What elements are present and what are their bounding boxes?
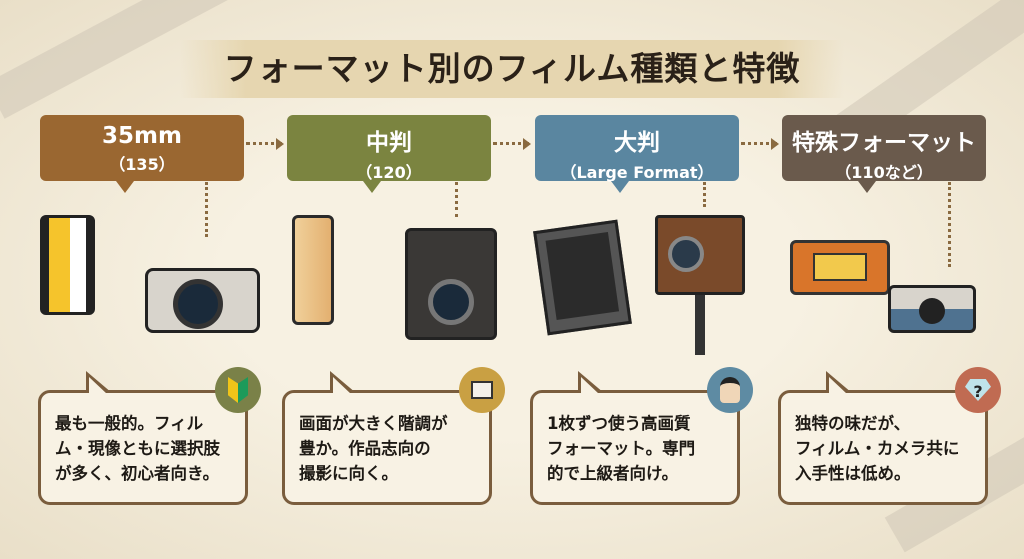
description-line: 1枚ずつ使う高画質 bbox=[547, 414, 691, 433]
dotted-connector bbox=[205, 182, 208, 237]
format-card-medium: 中判 （120） bbox=[287, 115, 491, 193]
view-camera-icon bbox=[655, 215, 745, 295]
description-line: が多く、初心者向き。 bbox=[55, 464, 220, 483]
description-line: 入手性は低め。 bbox=[795, 464, 911, 483]
flow-arrow bbox=[493, 138, 531, 150]
description-line: フォーマット。専門 bbox=[547, 439, 696, 458]
description-bubble-large: 1枚ずつ使う高画質フォーマット。専門的で上級者向け。 bbox=[530, 367, 753, 505]
format-card-special: 特殊フォーマット （110など） bbox=[782, 115, 986, 193]
description-line: フィルム・カメラ共に bbox=[795, 439, 960, 458]
dotted-connector bbox=[455, 182, 458, 217]
slr-camera-icon bbox=[145, 268, 260, 333]
card-subtitle: （135） bbox=[109, 155, 175, 174]
film-roll-120-icon bbox=[292, 215, 334, 325]
description-line: ム・現像ともに選択肢 bbox=[55, 439, 220, 458]
format-card-large: 大判 （Large Format） bbox=[535, 115, 739, 193]
bubble-tail bbox=[578, 371, 604, 394]
flow-arrow bbox=[741, 138, 779, 150]
description-bubble-special: ? 独特の味だが、フィルム・カメラ共に入手性は低め。 bbox=[778, 367, 1001, 505]
professor-icon bbox=[707, 367, 753, 413]
card-subtitle: （Large Format） bbox=[560, 163, 714, 182]
description-line: 豊か。作品志向の bbox=[299, 439, 431, 458]
110-cartridge-icon bbox=[790, 240, 890, 295]
page-title: フォーマット別のフィルム種類と特徴 bbox=[180, 40, 844, 98]
dotted-connector bbox=[703, 182, 706, 207]
bubble-tail bbox=[826, 371, 852, 394]
medium-format-camera-icon bbox=[405, 228, 497, 340]
card-title: 中判 bbox=[366, 130, 412, 156]
card-title: 35mm bbox=[102, 123, 182, 149]
card-subtitle: （120） bbox=[356, 163, 422, 182]
beginner-mark-icon bbox=[215, 367, 261, 413]
card-title: 特殊フォーマット bbox=[792, 130, 976, 156]
bubble-tail bbox=[86, 371, 112, 394]
description-line: 的で上級者向け。 bbox=[547, 464, 679, 483]
pocket-camera-icon bbox=[888, 285, 976, 333]
easel-icon bbox=[459, 367, 505, 413]
flow-arrow bbox=[246, 138, 284, 150]
bubble-tail bbox=[330, 371, 356, 394]
question-mark: ? bbox=[965, 379, 991, 401]
description-line: 画面が大きく階調が bbox=[299, 414, 448, 433]
sheet-film-holder-icon bbox=[533, 219, 632, 336]
description-line: 独特の味だが、 bbox=[795, 414, 911, 433]
description-line: 最も一般的。フィル bbox=[55, 414, 204, 433]
card-title: 大判 bbox=[614, 130, 660, 156]
description-line: 撮影に向く。 bbox=[299, 464, 398, 483]
description-bubble-medium: 画面が大きく階調が豊か。作品志向の撮影に向く。 bbox=[282, 367, 505, 505]
description-bubble-35mm: 最も一般的。フィルム・現像ともに選択肢が多く、初心者向き。 bbox=[38, 367, 261, 505]
format-card-35mm: 35mm （135） bbox=[40, 115, 244, 193]
tripod-icon bbox=[695, 295, 705, 355]
diamond-question-icon: ? bbox=[955, 367, 1001, 413]
film-canister-35mm-icon bbox=[40, 215, 95, 315]
dotted-connector bbox=[948, 182, 951, 267]
card-subtitle: （110など） bbox=[835, 163, 933, 182]
